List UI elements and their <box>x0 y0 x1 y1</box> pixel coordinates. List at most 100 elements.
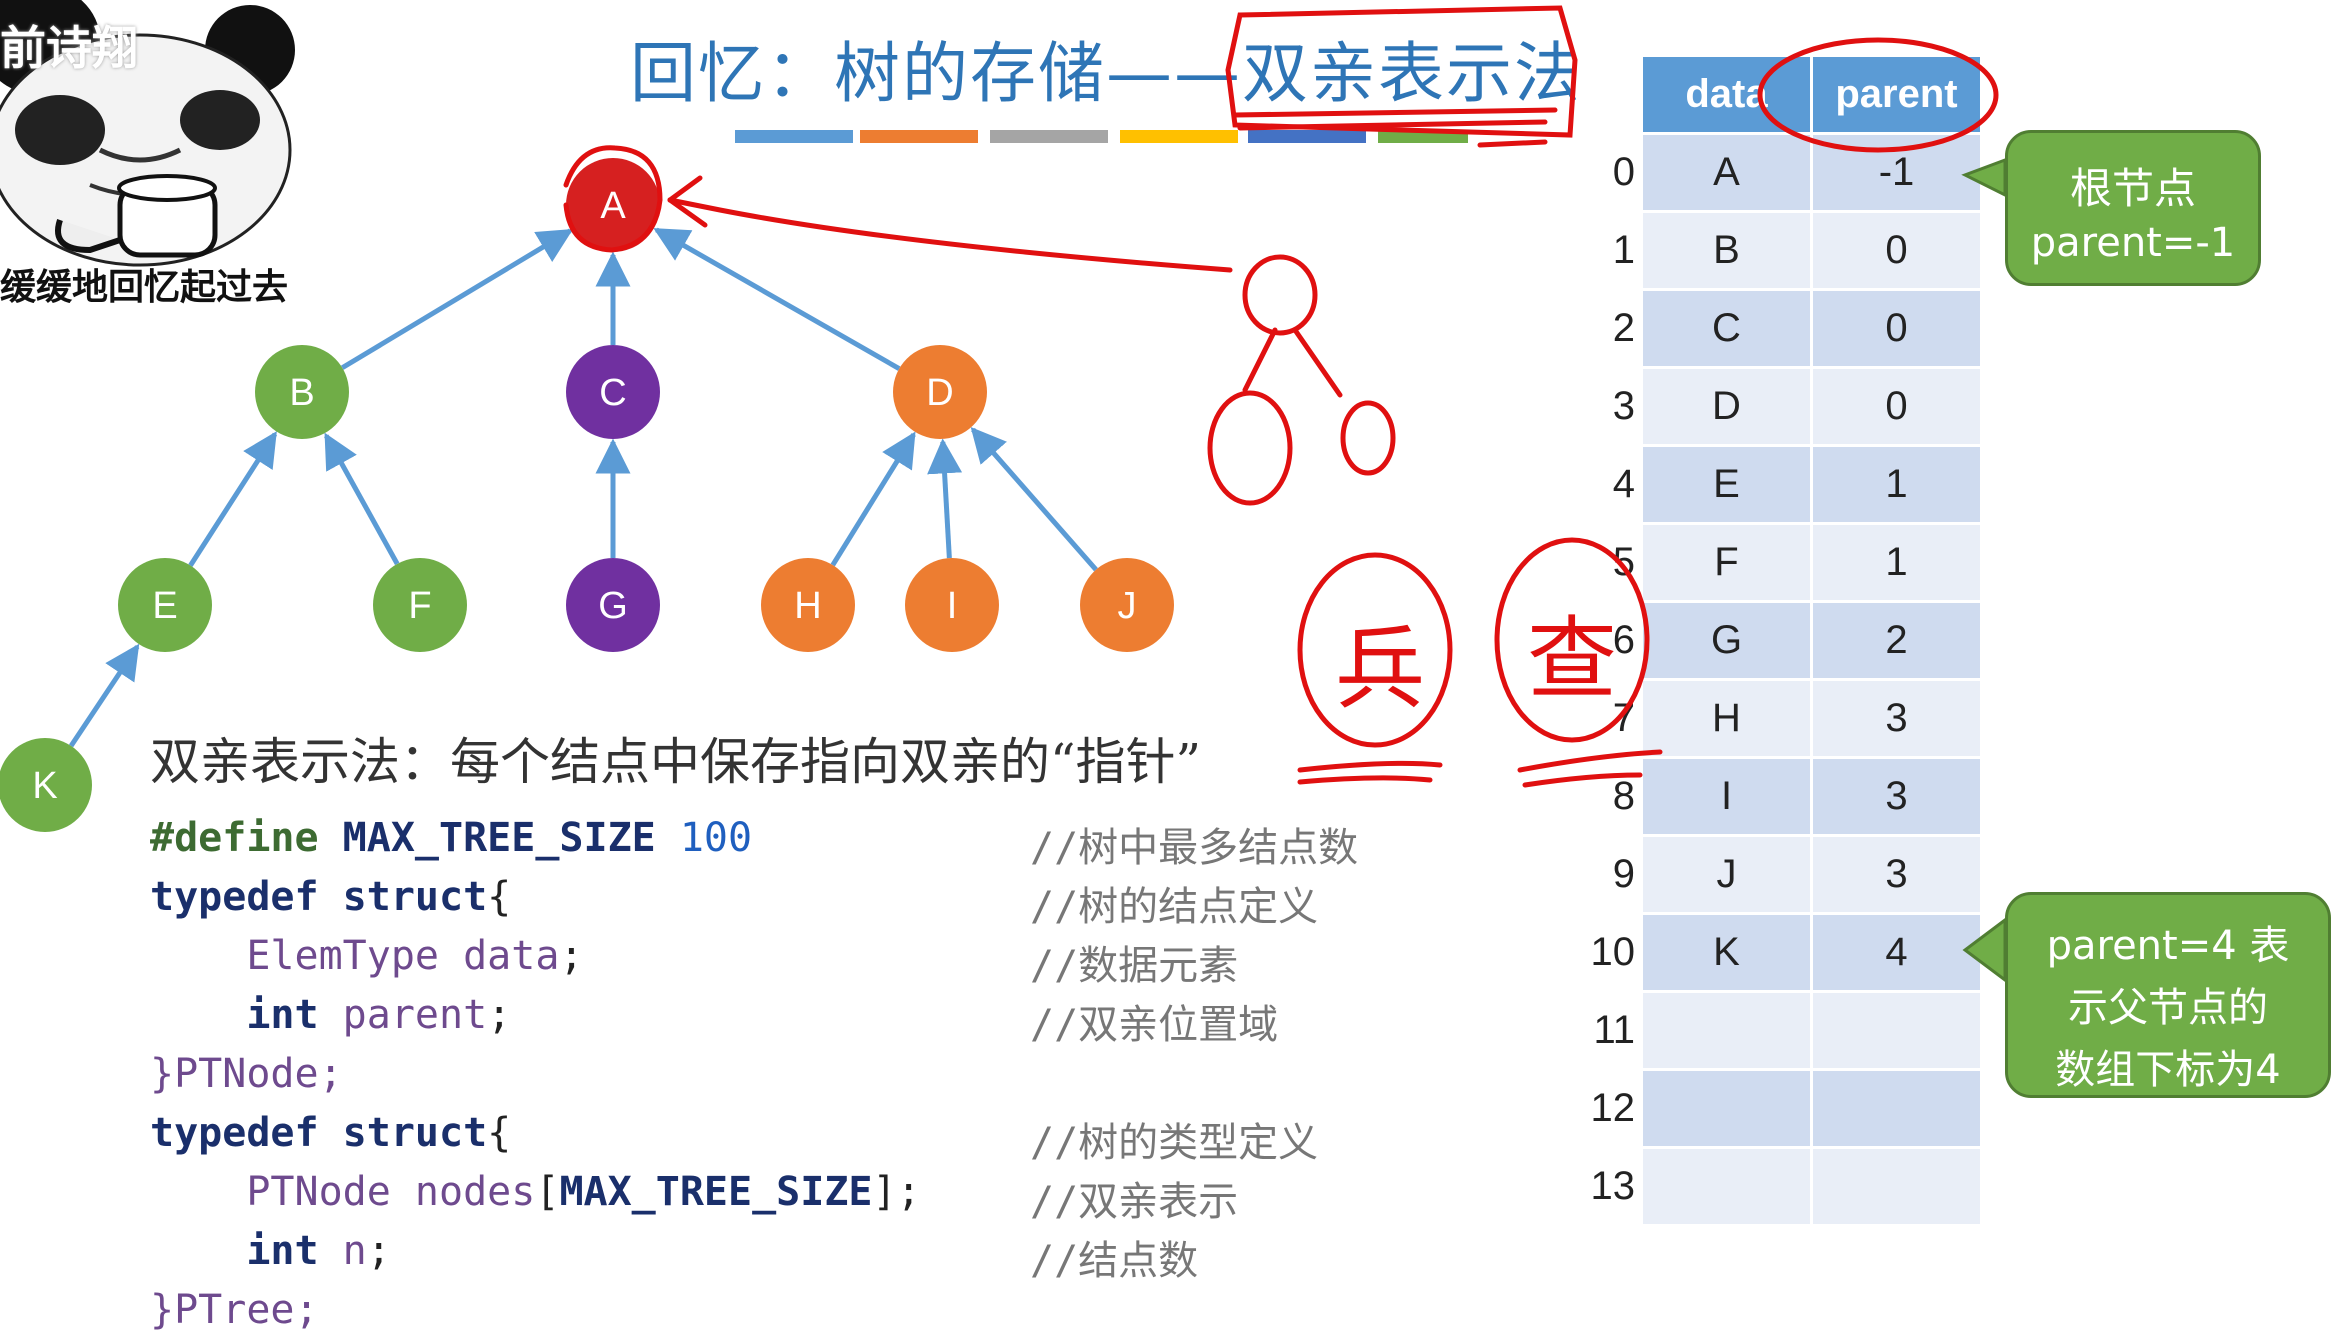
semicolon: ; <box>487 992 512 1038</box>
cell-data: K <box>1643 915 1813 990</box>
callout-line: 根节点 <box>2069 164 2196 213</box>
column-header-data: data <box>1643 57 1813 132</box>
color-bar <box>1378 130 1468 143</box>
field-name: nodes <box>414 1169 536 1215</box>
macro-name: MAX_TREE_SIZE <box>559 1169 873 1215</box>
typedef-keyword: typedef <box>150 1110 319 1156</box>
tree-node-k: K <box>0 738 92 832</box>
code-line-data-field: ElemType data; <box>150 933 583 979</box>
open-bracket: [ <box>535 1169 560 1215</box>
tree-node-j: J <box>1080 558 1174 652</box>
code-line-parent-field: int parent; <box>150 992 511 1038</box>
code-line-ptnode-close: }PTNode; <box>150 1051 343 1097</box>
cell-data: C <box>1643 291 1813 366</box>
color-bar <box>735 130 853 143</box>
code-line-define: #define MAX_TREE_SIZE 100 <box>150 815 752 861</box>
node-label: D <box>926 372 953 414</box>
node-circle <box>255 345 349 439</box>
cell-data: H <box>1643 681 1813 756</box>
struct-close: }PTree; <box>150 1287 319 1333</box>
array-index: 0 <box>1612 150 1635 194</box>
tree-node-b: B <box>255 345 349 439</box>
cell-parent: 0 <box>1813 369 1983 444</box>
code-comment: //树的结点定义 <box>1030 884 1319 930</box>
close-bracket: ]; <box>872 1169 921 1215</box>
tree-edge-f-to-b <box>324 432 400 566</box>
array-index: 5 <box>1612 540 1635 584</box>
array-index: 8 <box>1612 774 1635 818</box>
array-index: 12 <box>1590 1086 1636 1130</box>
type-name: PTNode <box>246 1169 391 1215</box>
node-label: I <box>947 585 958 627</box>
tree-edge-i-to-d <box>927 438 963 559</box>
tree-node-g: G <box>566 558 660 652</box>
cell-parent: 4 <box>1813 915 1983 990</box>
code-line-nodes-array: PTNode nodes[MAX_TREE_SIZE]; <box>150 1169 921 1215</box>
tree-node-a: A <box>566 158 660 252</box>
array-index: 11 <box>1593 1008 1635 1052</box>
node-circle <box>118 558 212 652</box>
code-comment: //结点数 <box>1030 1238 1199 1284</box>
table-row <box>1643 1068 1983 1146</box>
callout-line: parent=4 表 <box>2046 923 2290 969</box>
cell-parent: 3 <box>1813 759 1983 834</box>
cell-parent <box>1813 1149 1983 1224</box>
node-circle <box>1080 558 1174 652</box>
node-circle <box>566 345 660 439</box>
array-index: 6 <box>1612 618 1635 662</box>
array-index: 9 <box>1612 852 1635 896</box>
code-comment: //数据元素 <box>1030 943 1239 989</box>
semicolon: ; <box>366 1228 391 1274</box>
cell-parent: 0 <box>1813 291 1983 366</box>
macro-name: MAX_TREE_SIZE <box>342 815 656 861</box>
color-bar <box>990 130 1108 143</box>
table-row <box>1643 1146 1983 1224</box>
node-circle <box>566 558 660 652</box>
cell-parent: 2 <box>1813 603 1983 678</box>
callout-line: 示父节点的 <box>2068 985 2268 1031</box>
type-name: ElemType <box>246 933 439 979</box>
code-comment: //树中最多结点数 <box>1030 825 1359 871</box>
color-bar <box>1248 130 1366 143</box>
array-index: 13 <box>1590 1164 1636 1208</box>
cell-parent: 0 <box>1813 213 1983 288</box>
tree-edge-k-to-e <box>68 643 140 748</box>
root-node-callout: 根节点 parent=-1 <box>2005 130 2261 286</box>
cell-parent <box>1813 1071 1983 1146</box>
node-label: J <box>1118 585 1137 627</box>
open-brace: { <box>487 874 512 920</box>
tree-edge-j-to-d <box>970 426 1098 572</box>
tree-node-f: F <box>373 558 467 652</box>
callout-line: 数组下标为4 <box>2055 1047 2281 1093</box>
cell-parent: 3 <box>1813 681 1983 756</box>
tree-node-i: I <box>905 558 999 652</box>
node-circle <box>893 345 987 439</box>
cell-parent <box>1813 993 1983 1068</box>
node-label: G <box>598 585 628 627</box>
tree-edge-e-to-b <box>188 431 278 567</box>
k-node-callout: parent=4 表 示父节点的 数组下标为4 <box>2005 892 2331 1098</box>
array-index: 10 <box>1590 930 1636 974</box>
struct-keyword: struct <box>342 874 488 920</box>
array-index: 1 <box>1612 228 1635 272</box>
cell-data: B <box>1643 213 1813 288</box>
field-name: n <box>342 1228 367 1274</box>
define-keyword: #define <box>150 815 319 861</box>
node-label: A <box>600 185 626 227</box>
node-circle <box>373 558 467 652</box>
node-circle <box>0 738 92 832</box>
tree-edge-h-to-d <box>830 431 916 567</box>
cell-parent: 1 <box>1813 525 1983 600</box>
field-name: data <box>463 933 560 979</box>
cell-data: D <box>1643 369 1813 444</box>
cell-data: F <box>1643 525 1813 600</box>
